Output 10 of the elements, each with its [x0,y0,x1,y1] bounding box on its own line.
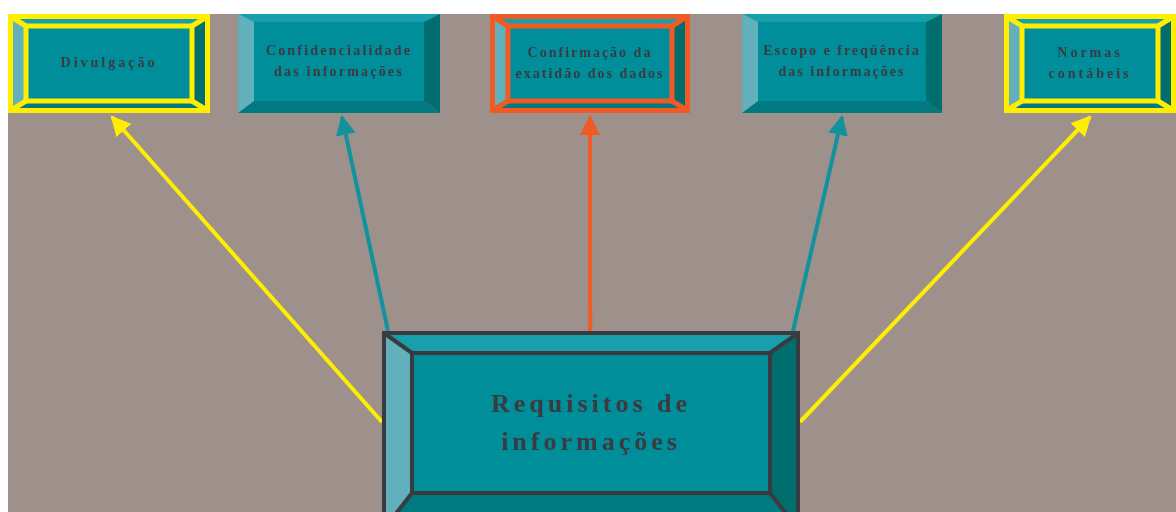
box-label: Confirmação da exatidão dos dados [514,44,666,83]
arrow [580,115,600,331]
arrow [336,115,390,332]
box-label: Divulgação [60,54,158,73]
arrow [110,115,384,424]
box-label: Normas contábeis [1047,44,1133,83]
box-label: Confidencialidade das informações [264,42,414,81]
box-label: Escopo e freqüência das informações [762,42,922,81]
arrow [791,115,848,332]
box-label: Requisitos de informações [489,388,693,458]
